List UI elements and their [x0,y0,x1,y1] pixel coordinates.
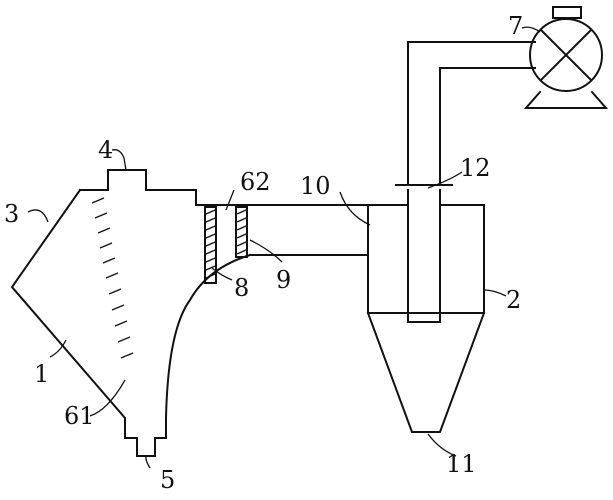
label-11: 11 [446,450,477,478]
label-1: 1 [34,360,49,388]
elbow-pipe [407,41,536,186]
label-10: 10 [300,172,331,200]
label-12: 12 [460,154,491,182]
cyclone-separator [366,204,486,433]
filter-hatching-61 [91,197,134,359]
exhaust-tube [407,189,441,323]
filter-mesh-8 [205,209,216,279]
hopper-curved-wall [164,253,252,420]
connecting-duct [195,204,369,256]
label-8: 8 [234,274,249,302]
label-2: 2 [506,286,521,314]
label-61: 61 [64,402,95,430]
filter-mesh-62 [236,209,247,255]
filter-frame-8 [204,206,217,284]
label-9: 9 [276,266,291,294]
hopper-body [10,169,197,457]
label-5: 5 [160,466,175,494]
label-62: 62 [240,168,271,196]
fan-7 [523,6,609,109]
label-4: 4 [98,136,113,164]
label-7: 7 [508,12,523,40]
filter-frame-62 [235,206,248,258]
label-3: 3 [4,200,19,228]
leader-lines [27,26,541,469]
